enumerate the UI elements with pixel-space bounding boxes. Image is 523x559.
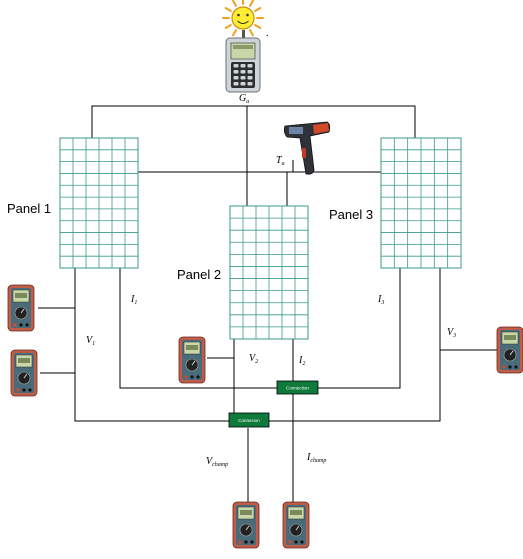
label-v2: V2: [249, 353, 258, 365]
irradiance-bus-wire: [92, 106, 415, 138]
label-i3: I3: [377, 294, 384, 306]
parallel-connector-label: Connexion: [238, 418, 260, 423]
label-i1: I1: [130, 294, 137, 306]
multimeter-ichamp-icon: [283, 502, 309, 548]
solar-panel-2: [230, 206, 308, 339]
label-v3: V3: [447, 327, 456, 339]
temperature-symbol: Ta: [276, 155, 285, 167]
label-v1: V1: [86, 335, 95, 347]
infrared-thermometer-icon: [284, 122, 329, 174]
panel-1-label: Panel 1: [7, 201, 51, 216]
multimeter-v1-icon: [11, 350, 37, 396]
parallel-connector: Connexion: [229, 413, 269, 427]
panel-3-label: Panel 3: [329, 207, 373, 222]
panel1-voltage-wire: [75, 268, 229, 421]
label-i2: I2: [298, 355, 305, 367]
multimeter-vchamp-icon: [233, 502, 259, 548]
solar-panel-3: [381, 138, 461, 268]
solar-panel-1: [60, 138, 138, 268]
irradiance-symbol: Ga: [239, 93, 249, 105]
label-ichamp: Ichamp: [306, 452, 326, 464]
panel-2-label: Panel 2: [177, 267, 221, 282]
series-connector: Connection: [277, 381, 318, 394]
pyranometer-icon: [226, 30, 260, 92]
label-vchamp: Vchamp: [206, 456, 228, 468]
series-connector-label: Connection: [286, 386, 309, 391]
multimeter-v2-icon: [179, 337, 205, 383]
panel3-current-wire: [318, 268, 400, 388]
multimeter-panel1-icon: [8, 285, 34, 331]
multimeter-v3-icon: [497, 327, 523, 373]
annotation-dot: .: [266, 28, 269, 39]
